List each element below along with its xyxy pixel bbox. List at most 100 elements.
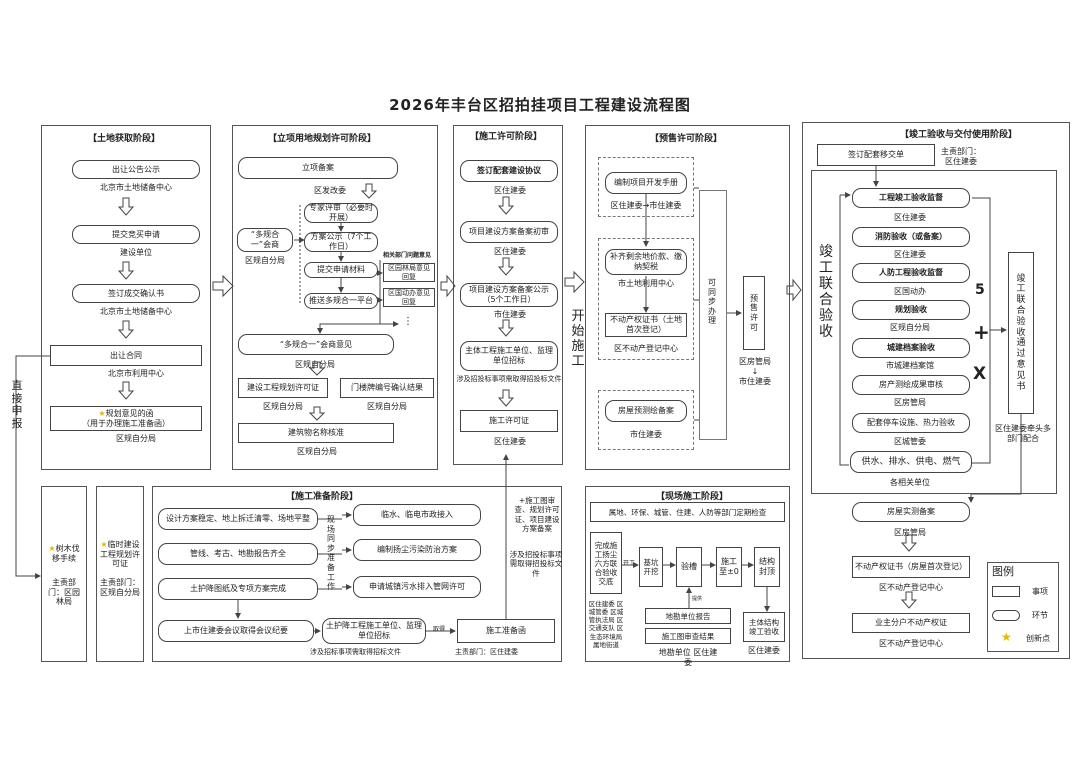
planning-letter-line1: 规划意见的函: [105, 408, 154, 418]
accept-parking: 配套停车设施、热力验收: [852, 413, 970, 433]
house-survey-org: 区房管局: [894, 528, 926, 537]
accept-org-4: 区规自分局: [890, 323, 930, 332]
prep-meeting-minutes: 上市住建委会议取得会议纪要: [158, 620, 314, 642]
site-dust-orgs: 区住建委 区城管委 区城管执法局 区交通支队 区生态环境局 属地街道: [588, 600, 624, 649]
plan-filing-publicity: 项目建设方案备案公示（5个工作日）: [460, 283, 558, 307]
owner-property-cert: 业主分户不动产权证: [852, 613, 970, 633]
accept-survey: 房产测绘成果审核: [852, 375, 970, 395]
site-inspection-trench: 验槽: [676, 547, 702, 587]
site-open-label: 开工: [623, 560, 636, 567]
transfer-sign: 签订配套移交单: [817, 144, 935, 166]
mark-x: X: [973, 364, 987, 384]
multi-plan-meeting: “多规合一”会商: [237, 228, 293, 252]
prep-bidding-note: 涉及招标事项需取得招标文件: [310, 648, 401, 656]
legend-step-label: 环节: [1032, 611, 1048, 620]
hollow-arrow: [497, 257, 515, 276]
project-filing-org: 区发改委: [314, 186, 346, 195]
presale-org-arrow: ↓: [751, 367, 759, 376]
prep-header: 【施工准备阶段】: [286, 492, 359, 502]
site-topping: 结构封顶: [754, 547, 780, 587]
presale-permit-label: 预售许可: [750, 293, 758, 332]
prep-get-label: 取得: [433, 626, 446, 633]
temp-permit: ★临时建设工程规划许可证: [100, 540, 140, 569]
panel-arrow: [786, 278, 802, 302]
multi-plan-meeting-org: 区规自分局: [245, 256, 285, 265]
prep-design-stable: 设计方案稳定、地上拆迁清零、场地平整: [158, 508, 318, 530]
hollow-arrow: [360, 183, 378, 199]
expert-review: 专家评审（必要时开展）: [304, 203, 378, 223]
supporting-agreement-org: 区住建委: [494, 186, 526, 195]
land-org-2: 建设单位: [120, 248, 152, 257]
star-icon: ★: [1001, 630, 1012, 644]
hollow-arrow: [117, 320, 135, 339]
legend-star-label: 创新点: [1026, 634, 1050, 643]
land-price-payment: 补齐剩余地价款、缴纳契税: [605, 249, 687, 275]
land-step-announcement: 出让公告公示: [72, 160, 200, 179]
sync-handling-box: [699, 190, 727, 440]
land-org-3: 北京市土地储备中心: [100, 307, 172, 316]
site-survey-report: 地勘单位报告: [645, 608, 731, 624]
land-org-5: 区规自分局: [116, 434, 156, 443]
construction-permit: 施工许可证: [460, 410, 558, 432]
prep-utilities: 临水、临电市政接入: [353, 504, 481, 526]
land-acquisition-header: 【土地获取阶段】: [88, 134, 161, 144]
land-property-cert: 不动产权证书（土地首次登记）: [605, 313, 687, 337]
accept-civil-defense: 人防工程验收监督: [852, 263, 970, 283]
prep-bidding: 土护降工程施工单位、监理单位招标: [322, 618, 426, 644]
main-contractor-bidding: 主体工程施工单位、监理单位招标: [460, 341, 558, 371]
joint-acceptance-label: 竣工联合验收: [819, 244, 833, 341]
construction-permit-org: 区住建委: [494, 437, 526, 446]
prep-letter: 施工准备函: [457, 619, 555, 643]
site-dust-acceptance: 完成施工扬尘六方联合验收交底: [590, 532, 622, 594]
planning-letter-line2: （用于办理施工准备函）: [82, 418, 170, 428]
temp-permit-label: 临时建设工程规划许可证: [100, 540, 140, 569]
tree-org: 主责部门：区园林局: [48, 578, 80, 607]
project-planning-header: 【立项用地规划许可阶段】: [268, 134, 377, 144]
project-filing: 立项备案: [238, 157, 398, 179]
land-step-confirm: 签订成交确认书: [72, 284, 200, 303]
prep-side-org: 涉及招投标事项需取得招投标文件: [509, 550, 563, 578]
site-provide-label: 提供: [692, 596, 703, 602]
accept-org-6: 区房管局: [894, 398, 926, 407]
transfer-sign-org: 主责部门：区住建委: [941, 147, 981, 166]
direct-apply-label: 直接申报: [11, 379, 23, 430]
house-property-cert: 不动产权证书（房屋首次登记）: [852, 556, 970, 578]
land-step-bid: 提交竞买申请: [72, 225, 200, 244]
panel-arrow: [440, 274, 456, 298]
hollow-arrow: [308, 406, 326, 421]
submit-materials: 提交申请材料: [304, 262, 378, 278]
prep-sewage-permit: 申请城镇污水排入管网许可: [353, 576, 481, 598]
plan-filing-publicity-org: 市住建委: [494, 310, 526, 319]
prep-drawings: 土护降图纸及专项方案完成: [158, 578, 318, 600]
site-header: 【现场施工阶段】: [656, 492, 729, 502]
legend-step-box: [992, 610, 1020, 621]
prep-reports: 管线、考古、地勘报告齐全: [158, 543, 318, 565]
acceptance-opinion-label: 竣工联合验收通过意见书: [1016, 273, 1026, 392]
presale-permit: 预售许可: [743, 276, 765, 350]
site-ground-zero: 施工至±0: [716, 547, 742, 587]
legend-item-box: [992, 586, 1020, 597]
supporting-agreement: 签订配套建设协议: [460, 160, 558, 182]
hollow-arrow: [117, 381, 135, 400]
civil-defense-reply: 区国动办意见回复: [383, 288, 435, 307]
multi-plan-opinion-org: 区规自分局: [295, 360, 335, 369]
panel-arrow: [564, 270, 585, 294]
survey-filing-org: 市住建委: [630, 430, 662, 439]
hollow-arrow: [900, 534, 918, 552]
land-org-1: 北京市土地储备中心: [100, 183, 172, 192]
multi-plan-opinion: “多规合一”会商意见: [238, 334, 394, 355]
land-step-contract: 出让合同: [50, 345, 202, 366]
hollow-arrow: [308, 361, 326, 376]
presale-header: 【预售许可阶段】: [650, 134, 723, 144]
accept-planning: 规划验收: [852, 300, 970, 320]
door-number: 门楼牌编号确认结果: [340, 378, 434, 398]
accept-utilities: 供水、排水、供电、燃气: [850, 451, 972, 473]
accept-fire: 消防验收（或备案）: [852, 227, 970, 247]
presale-group-3: [598, 390, 694, 450]
accept-supervision: 工程竣工验收监督: [852, 188, 970, 208]
planning-permit: 建设工程规划许可证: [238, 378, 328, 398]
start-construction-label: 开始施工: [571, 309, 585, 369]
accept-org-3: 区国动办: [894, 287, 926, 296]
panel-arrow: [212, 274, 234, 298]
